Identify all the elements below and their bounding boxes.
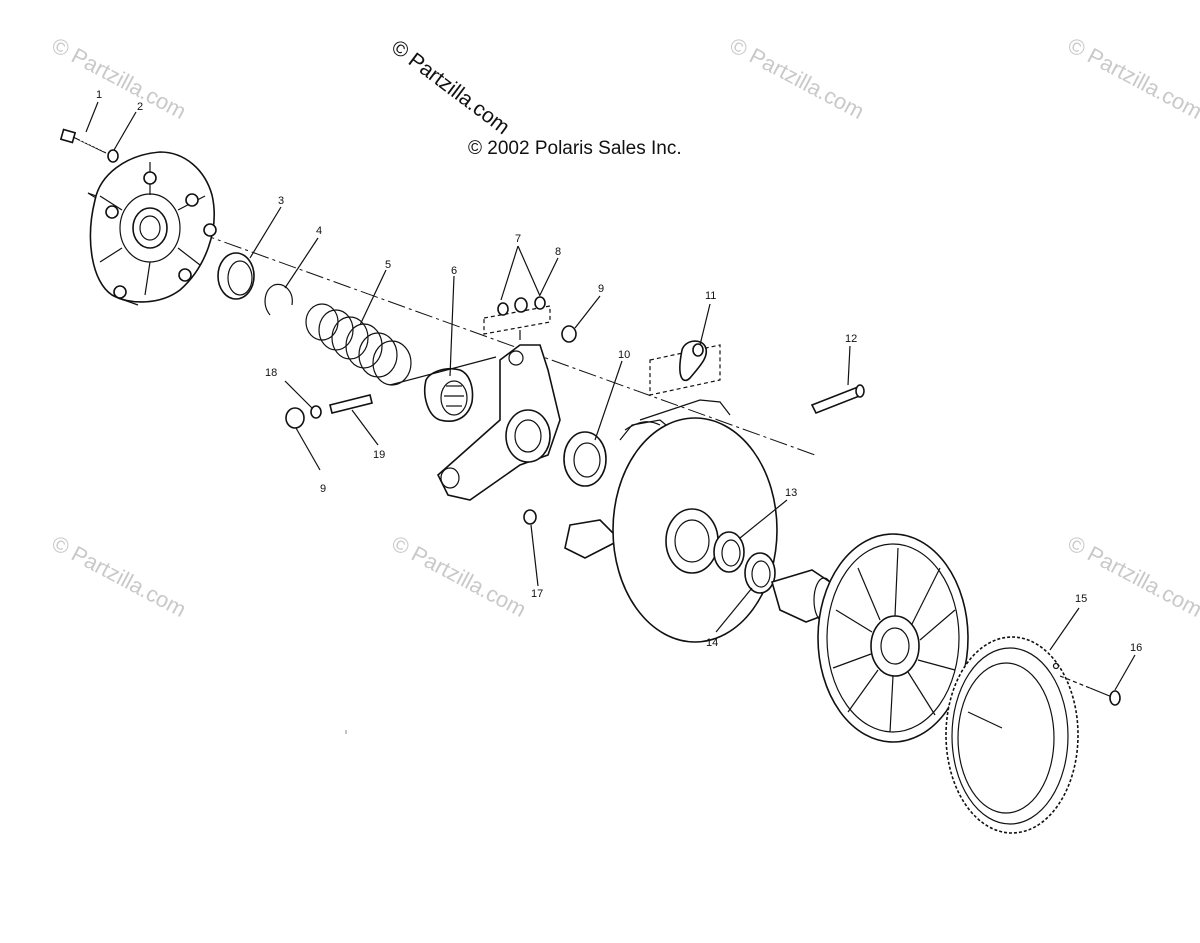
callout-18: 18 bbox=[265, 367, 277, 379]
callout-16: 16 bbox=[1130, 642, 1142, 654]
partzilla-credit: © Partzilla.com bbox=[387, 36, 514, 140]
callout-17: 17 bbox=[531, 588, 543, 600]
callout-8: 8 bbox=[555, 246, 561, 258]
callout-2: 2 bbox=[137, 101, 143, 113]
part-bolt bbox=[59, 128, 107, 154]
callout-5: 5 bbox=[385, 259, 391, 271]
watermark: © Partzilla.com bbox=[48, 530, 191, 622]
callout-3: 3 bbox=[278, 195, 284, 207]
part-moveable-sheave bbox=[564, 399, 778, 643]
part-bushing bbox=[217, 252, 255, 300]
part-washer bbox=[107, 149, 119, 163]
watermark: © Partzilla.com bbox=[388, 530, 531, 622]
callout-7: 7 bbox=[515, 233, 521, 245]
callouts: 1 2 3 4 5 6 7 8 9 9 10 11 12 13 14 15 16… bbox=[96, 89, 1142, 654]
watermark: © Partzilla.com bbox=[48, 32, 191, 124]
part-roller-pin bbox=[285, 394, 373, 429]
part-button bbox=[561, 325, 577, 343]
part-snap-ring bbox=[264, 283, 293, 316]
part-nut bbox=[523, 509, 537, 525]
callout-4: 4 bbox=[316, 225, 322, 237]
part-cover bbox=[87, 151, 217, 306]
part-pin bbox=[810, 384, 865, 415]
part-shim-washer bbox=[744, 552, 776, 594]
callout-10: 10 bbox=[618, 349, 630, 361]
part-screw bbox=[1059, 675, 1121, 706]
leader-lines bbox=[85, 101, 1136, 691]
callout-6: 6 bbox=[451, 265, 457, 277]
part-ring-gear bbox=[945, 636, 1079, 834]
callout-9-top: 9 bbox=[598, 283, 604, 295]
callout-9-bottom: 9 bbox=[320, 483, 326, 495]
callout-11: 11 bbox=[705, 290, 716, 302]
watermark: © Partzilla.com bbox=[1064, 32, 1200, 124]
watermark: © Partzilla.com bbox=[1064, 530, 1200, 622]
callout-1: 1 bbox=[96, 89, 102, 101]
part-bushing-small bbox=[713, 531, 745, 573]
callout-14: 14 bbox=[706, 637, 718, 649]
callout-12: 12 bbox=[845, 333, 857, 345]
part-roller-group bbox=[483, 296, 551, 335]
part-fixed-sheave bbox=[771, 533, 969, 743]
callout-13: 13 bbox=[785, 487, 797, 499]
watermark: © Partzilla.com bbox=[726, 32, 869, 124]
part-thrust-washer bbox=[563, 431, 607, 487]
part-cam bbox=[424, 367, 474, 422]
part-weight bbox=[649, 340, 721, 396]
callout-15: 15 bbox=[1075, 593, 1087, 605]
part-spider-arm bbox=[437, 330, 561, 501]
part-spring bbox=[305, 303, 412, 386]
callout-19: 19 bbox=[373, 449, 385, 461]
copyright-notice: © 2002 Polaris Sales Inc. bbox=[468, 138, 682, 159]
